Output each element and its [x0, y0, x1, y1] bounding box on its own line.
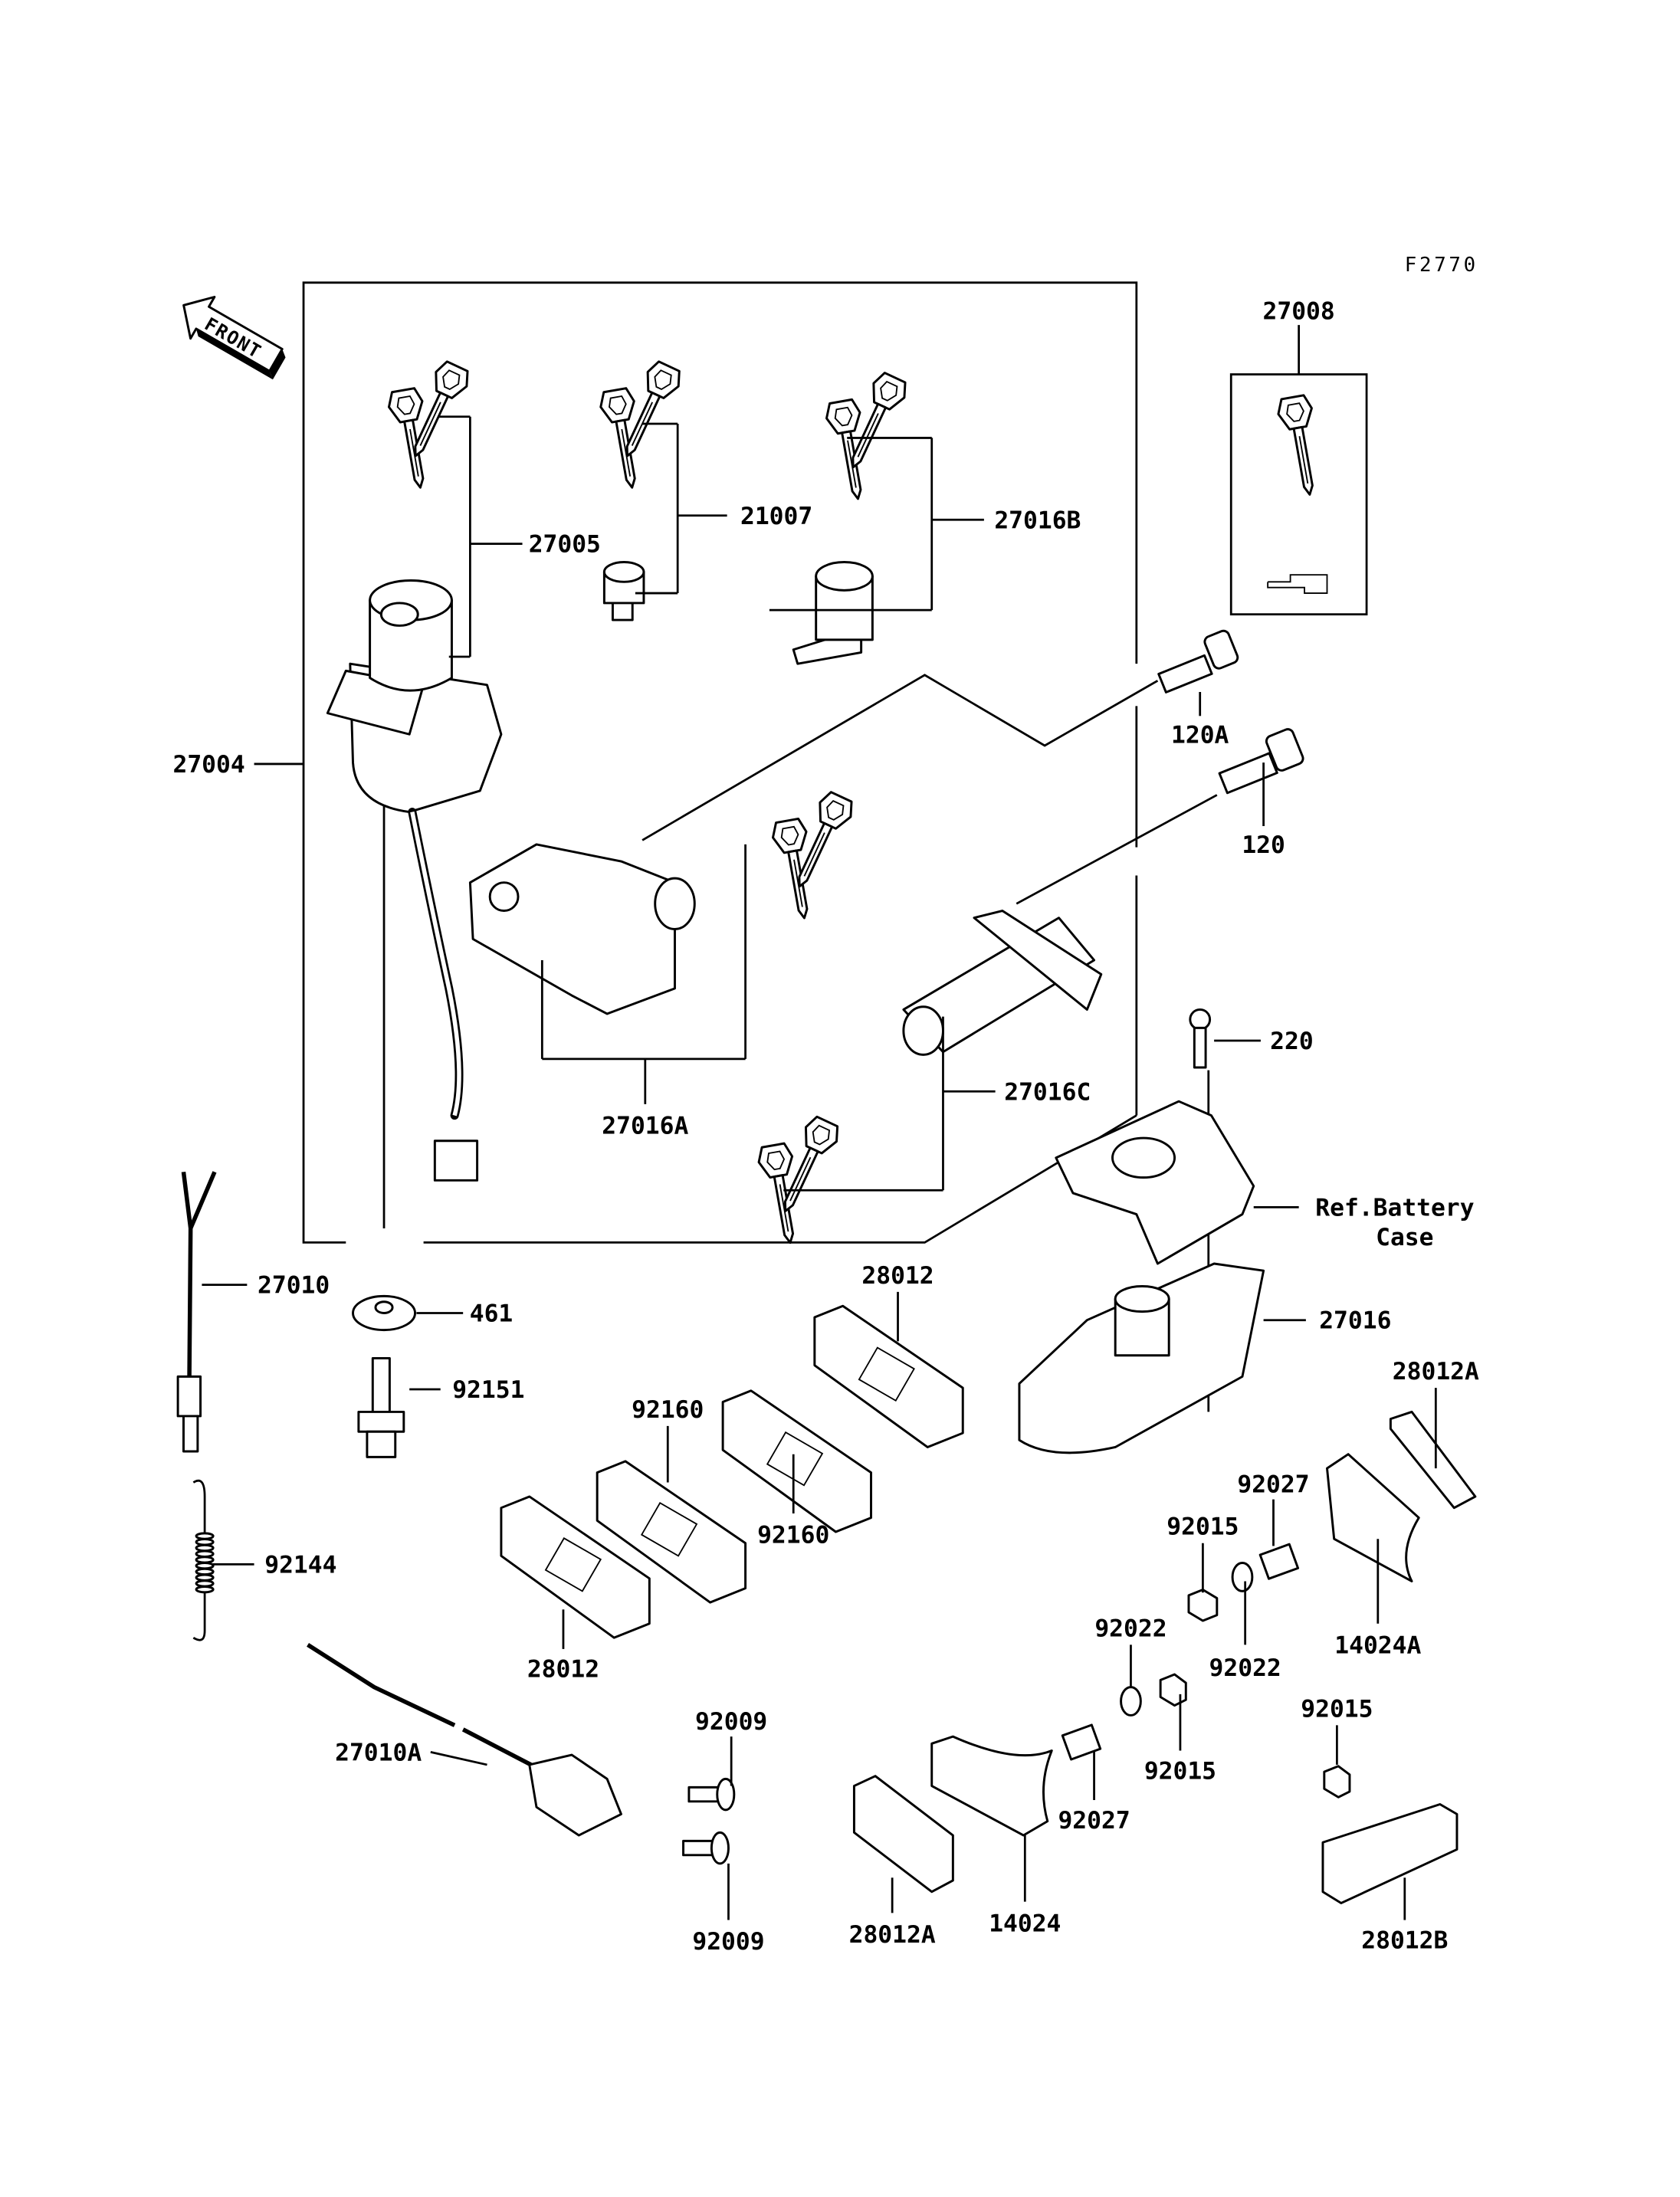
part-number-label: 27016B: [994, 507, 1081, 534]
helmet-lock: [792, 561, 874, 665]
spring-92144: [192, 1479, 215, 1641]
part-number-label: 27010: [258, 1272, 330, 1300]
key-icon: [1277, 394, 1314, 496]
part-number-label: 120: [1242, 831, 1285, 859]
part-number-label: 28012A: [849, 1921, 936, 1949]
key-icon: [414, 360, 469, 457]
part-number-label: 27008: [1263, 298, 1335, 326]
reflector-28012-top: [813, 1304, 964, 1448]
front-arrow-icon: FRONT: [182, 296, 286, 380]
reflector-28012-bottom: [500, 1495, 651, 1639]
grommet-461: [352, 1294, 417, 1332]
part-number-label: Case: [1376, 1224, 1433, 1251]
part-number-label: 92009: [695, 1708, 767, 1736]
part-number-label: 120A: [1171, 721, 1229, 749]
diagram-code: F2770: [1405, 254, 1478, 277]
key-icon: [772, 817, 809, 920]
screw-92009: [682, 1831, 730, 1865]
bolt-92151: [357, 1356, 405, 1458]
part-number-label: 92151: [452, 1376, 524, 1404]
bolt-120: [1218, 728, 1304, 795]
part-number-label: 27016C: [1004, 1078, 1091, 1106]
key-icon: [387, 387, 425, 489]
washer-92022: [1120, 1686, 1142, 1717]
nut-92015: [1187, 1589, 1219, 1622]
part-number-label: 92027: [1058, 1807, 1130, 1835]
key-tag-icon: [1267, 574, 1328, 594]
fuel-cap-lock: [468, 843, 696, 1015]
screw-92009: [687, 1777, 736, 1812]
key-icon: [851, 372, 907, 469]
gasket-92160: [721, 1389, 872, 1533]
collar-92027: [1061, 1723, 1102, 1761]
part-number-label: 220: [1270, 1028, 1314, 1055]
part-number-label: 27016A: [602, 1113, 688, 1140]
brake-switch-27010: [176, 1171, 217, 1453]
lock-holder: [1018, 1262, 1265, 1454]
reflector-28012B: [1321, 1803, 1459, 1904]
part-number-label: 27016: [1319, 1307, 1391, 1335]
nut-92015: [1323, 1765, 1351, 1799]
part-number-label: 92144: [264, 1551, 336, 1579]
bracket-14024A: [1326, 1453, 1420, 1582]
leader-line: [430, 1751, 487, 1766]
part-number-label: 92015: [1166, 1513, 1239, 1541]
key-icon: [599, 387, 636, 489]
switch-27010A: [307, 1643, 622, 1837]
part-number-label: 27010A: [335, 1739, 422, 1766]
part-number-label: 92160: [757, 1522, 829, 1549]
part-number-label: 28012: [527, 1656, 599, 1684]
part-number-label: 92160: [632, 1396, 704, 1424]
part-number-label: 28012B: [1361, 1926, 1448, 1954]
part-number-label: 14024A: [1334, 1631, 1421, 1659]
part-number-label: 461: [470, 1300, 514, 1328]
key-icon: [798, 791, 853, 888]
part-number-label: 21007: [740, 503, 812, 530]
reflector-28012A-right: [1389, 1410, 1477, 1510]
part-number-label: 92022: [1209, 1654, 1281, 1682]
bracket-14024: [930, 1735, 1053, 1837]
part-number-label: 27005: [529, 531, 601, 559]
seat-lock: [602, 561, 645, 621]
part-number-label: 28012A: [1393, 1358, 1479, 1385]
key-icon: [783, 1115, 839, 1212]
collar-92027: [1258, 1543, 1300, 1580]
washer-92022: [1231, 1562, 1254, 1592]
screw-220: [1189, 1008, 1212, 1069]
reflector-28012A-left: [852, 1775, 954, 1894]
part-number-label: 14024: [989, 1910, 1061, 1937]
part-number-label: Ref.Battery: [1315, 1194, 1474, 1221]
ignition-switch: [326, 579, 503, 1182]
battery-case-bracket: [1055, 1100, 1255, 1265]
part-number-label: 27004: [173, 751, 245, 779]
nut-92015: [1159, 1673, 1187, 1707]
key-icon: [757, 1142, 795, 1244]
bolt-120A: [1157, 629, 1239, 694]
lock-cylinder: [902, 910, 1103, 1056]
part-number-label: 92027: [1237, 1471, 1309, 1498]
part-number-label: 92015: [1144, 1757, 1216, 1785]
gasket-92160: [596, 1460, 747, 1604]
part-number-label: 92009: [692, 1928, 764, 1956]
part-number-label: 92015: [1301, 1695, 1373, 1723]
key-icon: [825, 398, 862, 500]
assembly-frame: [302, 281, 1218, 1412]
part-number-label: 28012: [861, 1262, 934, 1290]
part-number-label: 92022: [1094, 1615, 1166, 1642]
